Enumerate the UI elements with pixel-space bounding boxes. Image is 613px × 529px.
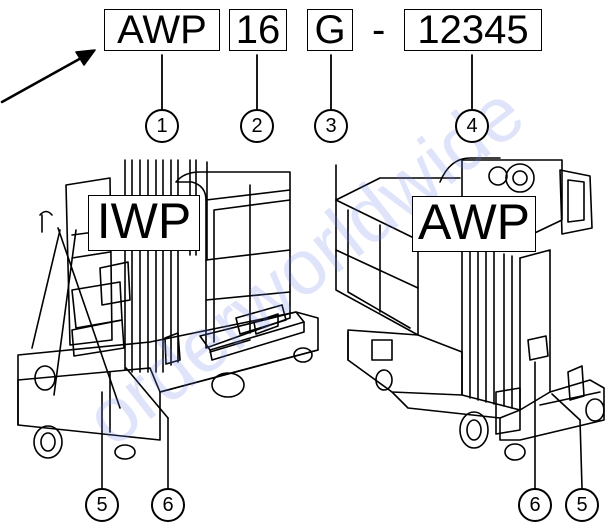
leader-lines: [161, 54, 473, 110]
iwp-label: IWP: [88, 195, 200, 251]
callout-5-left: 5: [85, 488, 119, 522]
code-separator: -: [372, 8, 386, 52]
callout-6-left: 6: [151, 488, 185, 522]
callout-4: 4: [455, 109, 489, 143]
code-box-series: AWP: [104, 9, 220, 51]
code-box-variant: G: [307, 9, 353, 51]
awp-machine-drawing: [335, 157, 605, 461]
pointer-arrow: [0, 49, 96, 104]
callout-5-right: 5: [565, 488, 599, 522]
callout-3: 3: [314, 109, 348, 143]
lower-leader-lines: [101, 361, 583, 489]
awp-label: AWP: [412, 196, 536, 252]
callout-6-right: 6: [518, 488, 552, 522]
code-box-height: 16: [229, 9, 287, 51]
code-box-serial: 12345: [404, 9, 542, 51]
callout-1: 1: [145, 109, 179, 143]
callout-2: 2: [240, 109, 274, 143]
